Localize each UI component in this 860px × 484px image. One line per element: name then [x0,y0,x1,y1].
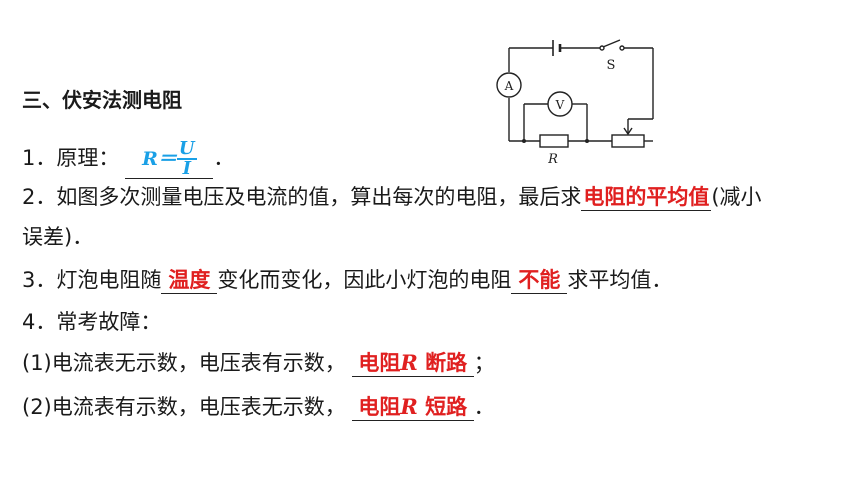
item1-suffix: ． [213,146,235,170]
item3-middle: 变化而变化，因此小灯泡的电阻 [217,268,512,292]
fault1-text: (1)电流表无示数，电压表有示数， [22,351,346,375]
fault-case-2: (2)电流表有示数，电压表无示数，电阻R 短路． [22,393,495,421]
junction-node-left [522,139,526,143]
item-method: 2．如图多次测量电压及电流的值，算出每次的电阻，最后求电阻的平均值(减小 [22,183,762,211]
fault1-answer-var: R [400,350,418,375]
section-title: 三、伏安法测电阻 [22,88,182,112]
switch-pivot [599,45,605,51]
fault2-answer-var: R [400,394,418,419]
resistor-r [539,134,569,148]
fault-case-1: (1)电流表无示数，电压表有示数，电阻R 断路； [22,349,495,377]
fault1-answer-a: 电阻 [358,351,401,375]
resistor-label: R [547,152,558,167]
item-faults-heading: 4．常考故障： [22,310,162,334]
item2-text: 2．如图多次测量电压及电流的值，算出每次的电阻，最后求 [22,185,582,209]
switch-label: S [607,58,616,73]
item3-answer-cannot: 不能 [511,267,568,294]
formula-numerator: U [176,138,197,160]
voltmeter-circle [547,91,573,117]
fault2-suffix: ． [473,395,495,419]
formula-denominator: I [182,158,191,179]
rheostat-body [611,134,645,148]
fault1-suffix: ； [473,351,495,375]
item2-line2: 误差)． [22,225,94,249]
fault2-answer-b: 短路 [425,395,468,419]
voltmeter-label: V [555,98,565,112]
switch-contact [619,45,625,51]
fault1-answer: 电阻R 断路 [351,350,474,377]
item3-suffix: 求平均值． [567,268,673,292]
rheostat-arrow [623,127,633,136]
item1-prefix: 1．原理： [22,146,120,170]
item-bulb-resistance: 3．灯泡电阻随温度变化而变化，因此小灯泡的电阻不能求平均值． [22,266,672,294]
item3-prefix: 3．灯泡电阻随 [22,268,162,292]
fault2-text: (2)电流表有示数，电压表无示数， [22,395,346,419]
ammeter-circle [496,72,522,98]
formula-lhs: R＝ [142,148,177,170]
ammeter-label: A [504,79,514,93]
fault1-answer-b: 断路 [425,351,468,375]
switch-blade [602,39,621,48]
item2-answer: 电阻的平均值 [581,185,712,211]
item3-answer-temperature: 温度 [161,267,218,294]
junction-node-right [585,139,589,143]
fault2-answer: 电阻R 短路 [351,394,474,421]
item2-suffix: (减小 [711,185,762,209]
fault2-answer-a: 电阻 [358,395,401,419]
